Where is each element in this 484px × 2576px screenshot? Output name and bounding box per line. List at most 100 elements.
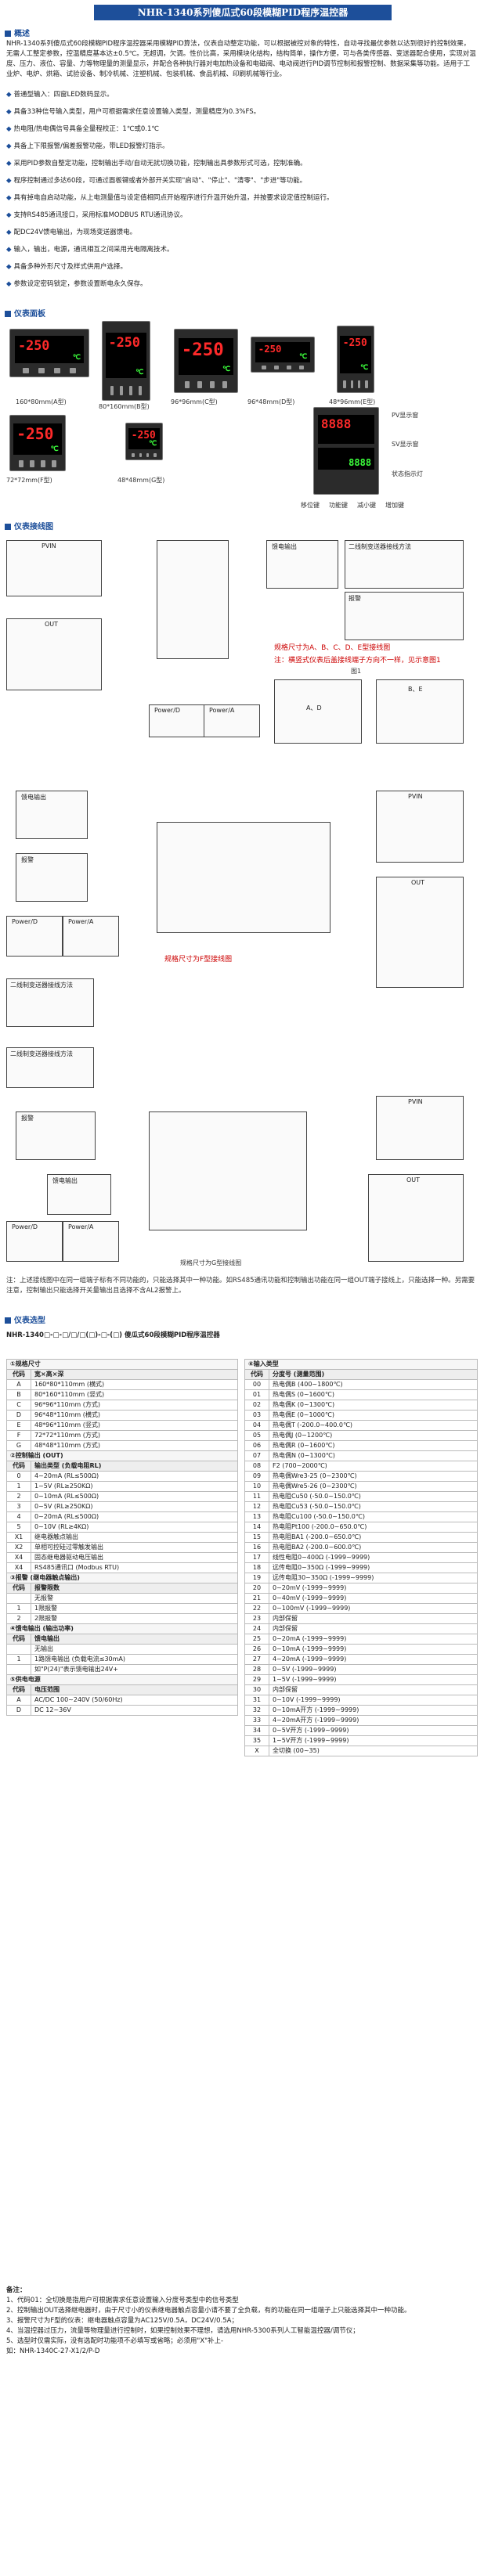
code-cell: 08 bbox=[244, 1461, 269, 1472]
description-cell: 0~5V开方 (-1999~9999) bbox=[269, 1725, 478, 1736]
meter-screen: -250℃ bbox=[128, 428, 161, 450]
key-button bbox=[54, 368, 60, 374]
out-diagram-f: OUT bbox=[376, 877, 464, 988]
description-cell: 线性电阻0~400Ω (-1999~9999) bbox=[269, 1552, 478, 1563]
description-cell: 固态继电器驱动电压输出 bbox=[31, 1552, 238, 1563]
code-cell: 30 bbox=[244, 1684, 269, 1695]
power-a-diagram-g: Power/A bbox=[63, 1221, 119, 1262]
description-cell: 无报警 bbox=[31, 1593, 238, 1604]
key-button bbox=[343, 380, 347, 388]
square-bullet-icon bbox=[5, 31, 11, 37]
square-bullet-icon bbox=[5, 1317, 11, 1324]
panel-caption: 72*72mm(F型) bbox=[6, 477, 52, 484]
meter-screen: -250 ℃ bbox=[178, 338, 234, 375]
description-cell: 热电偶K (0~1300℃) bbox=[269, 1400, 478, 1410]
description-cell: 4~20mA (-1999~9999) bbox=[269, 1654, 478, 1665]
key-button bbox=[222, 380, 228, 389]
code-cell: 18 bbox=[244, 1562, 269, 1573]
code-cell: 10 bbox=[244, 1481, 269, 1492]
description-cell: 1~5V开方 (-1999~9999) bbox=[269, 1735, 478, 1746]
bullet-icon: ◆ bbox=[6, 229, 12, 236]
meter-front-panel: -250℃ bbox=[9, 329, 89, 377]
pv-value: -250 bbox=[181, 340, 224, 361]
code-cell: 05 bbox=[244, 1430, 269, 1441]
sv-unit: ℃ bbox=[222, 365, 231, 373]
feature-text: 采用PID参数自整定功能，控制输出手动/自动无扰切换功能，控制输出具参数形式可选… bbox=[13, 160, 307, 168]
alarm-diagram-g: 报警 bbox=[16, 1111, 96, 1160]
description-cell: 1~5V (RL≥250KΩ) bbox=[31, 1481, 238, 1492]
pv-value: -250 bbox=[131, 430, 156, 442]
description-cell: 内部保留 bbox=[269, 1684, 478, 1695]
key-button bbox=[38, 368, 45, 374]
feature-text: 支持RS485通讯接口，采用标准MODBUS RTU通讯协议。 bbox=[13, 211, 187, 219]
feature-text: 参数设定密码锁定，参数设置断电永久保存。 bbox=[13, 280, 147, 288]
sv-unit: ℃ bbox=[50, 445, 59, 454]
description-cell: 热电偶Wre3-25 (0~2300℃) bbox=[269, 1471, 478, 1482]
bullet-icon: ◆ bbox=[6, 91, 12, 99]
panel-caption: 96*48mm(D型) bbox=[247, 398, 295, 405]
table-row: 无报警 bbox=[6, 1593, 238, 1604]
terminal-block-f bbox=[157, 822, 330, 933]
column-header: 输出类型 (负载电阻RL) bbox=[31, 1461, 238, 1472]
bullet-icon: ◆ bbox=[6, 160, 12, 168]
description-cell: 0~20mA (-1999~9999) bbox=[269, 1634, 478, 1645]
code-cell: 1 bbox=[6, 1603, 31, 1614]
size-note-f: 规格尺寸为F型接线图 bbox=[164, 956, 233, 964]
description-cell: 热电偶J (0~1200℃) bbox=[269, 1430, 478, 1441]
column-header: 代码 bbox=[6, 1583, 31, 1594]
pv-value: -250 bbox=[18, 337, 50, 354]
meter-front-panel: -250℃ bbox=[9, 415, 66, 471]
front-panel-diagram: 8888 8888 bbox=[313, 407, 379, 495]
size-note-orientation: 注：横竖式仪表后盖接线端子方向不一样，见示意图1 bbox=[274, 657, 441, 665]
code-cell: 15 bbox=[244, 1532, 269, 1543]
description-cell: 热电阻Pt100 (-200.0~650.0℃) bbox=[269, 1522, 478, 1533]
power-d-diagram-f: Power/D bbox=[6, 916, 63, 957]
key-button bbox=[19, 460, 23, 467]
out-diagram-g: OUT bbox=[368, 1174, 464, 1262]
description-cell: 96*48*110mm (横式) bbox=[31, 1410, 238, 1421]
description-cell: 0~100mV (-1999~9999) bbox=[269, 1603, 478, 1614]
description-cell: 1~5V (-1999~9999) bbox=[269, 1674, 478, 1685]
code-cell: 0 bbox=[6, 1471, 31, 1482]
table-header-row: 代码输出类型 (负载电阻RL) bbox=[6, 1461, 238, 1472]
key-button bbox=[30, 460, 34, 467]
description-cell: 热电阻Cu50 (-50.0~150.0℃) bbox=[269, 1491, 478, 1502]
feature-item: ◆热电阻/热电偶信号具备全量程校正：1℃或0.1℃ bbox=[6, 124, 476, 135]
key-button bbox=[209, 380, 215, 389]
code-cell: 29 bbox=[244, 1674, 269, 1685]
table-group-row: ⑥输入类型 bbox=[244, 1359, 478, 1370]
code-cell: 06 bbox=[244, 1440, 269, 1451]
key-button bbox=[110, 386, 114, 395]
code-cell: X2 bbox=[6, 1542, 31, 1553]
power-a-diagram-1: Power/A bbox=[204, 704, 260, 737]
feed-diagram-1: 馈电输出 bbox=[266, 540, 338, 589]
key-button bbox=[273, 366, 280, 370]
table-group-title: ⑥输入类型 bbox=[244, 1359, 478, 1370]
remark-item: 4、当温控器过压力，流量等物理量进行控制时，如果控制效果不理想，请选用NHR-5… bbox=[6, 2327, 359, 2335]
table-group-title: ②控制输出 (OUT) bbox=[6, 1450, 238, 1461]
key-button bbox=[70, 368, 76, 374]
description-cell: DC 12~36V bbox=[31, 1705, 238, 1716]
code-cell: 00 bbox=[244, 1379, 269, 1390]
table-group-title: ⑤供电电源 bbox=[6, 1674, 238, 1685]
key-button bbox=[23, 368, 29, 374]
feature-item: ◆配DC24V馈电输出，为现场变送器馈电。 bbox=[6, 227, 476, 238]
description-cell: 1路馈电输出 (负载电流≤30mA) bbox=[31, 1654, 238, 1665]
code-cell: E bbox=[6, 1420, 31, 1431]
